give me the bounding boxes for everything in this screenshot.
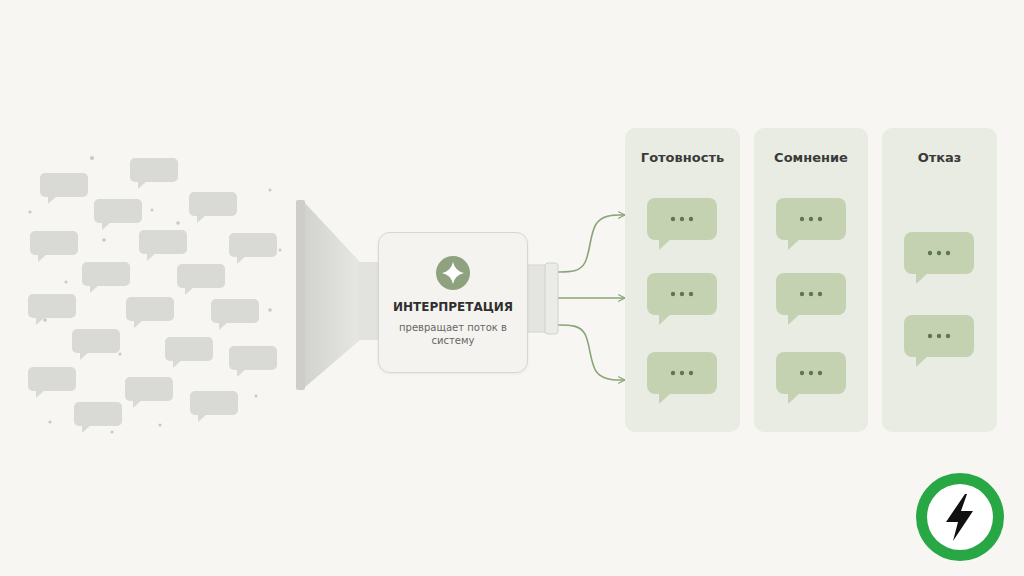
box-subtitle: превращает поток в систему (398, 321, 508, 347)
dot (102, 238, 106, 242)
speech-bubble (72, 329, 120, 360)
speech-bubble (229, 346, 277, 377)
category-column: Готовность (625, 128, 740, 432)
speech-bubble (94, 199, 142, 230)
dot (28, 210, 31, 213)
flow-arrow (528, 297, 625, 299)
category-column: Сомнение (754, 128, 868, 432)
speech-bubble (647, 273, 717, 325)
speech-bubble (190, 391, 238, 422)
nozzle-rim (545, 263, 558, 334)
speech-bubble (28, 294, 76, 325)
dot (268, 308, 272, 312)
category-column: Отказ (882, 128, 997, 432)
funnel-cone (304, 202, 360, 388)
flow-arrow (528, 215, 625, 272)
speech-bubble (211, 299, 259, 330)
speech-bubble (165, 337, 213, 368)
speech-bubble (30, 231, 78, 262)
dot (90, 156, 94, 160)
speech-bubble (189, 192, 237, 223)
logo (916, 473, 1004, 561)
dot (254, 394, 257, 397)
speech-bubble (130, 158, 178, 189)
speech-bubble (776, 352, 846, 404)
logo-ring (916, 473, 1004, 561)
icon-star (442, 262, 464, 284)
column-title: Отказ (882, 149, 997, 167)
speech-bubble (125, 377, 173, 408)
dot (158, 423, 161, 426)
box-title: ИНТЕРПРЕТАЦИЯ (379, 299, 527, 315)
speech-bubble (776, 273, 846, 325)
speech-bubble-cloud (28, 158, 277, 433)
icon-circle (436, 256, 470, 290)
dot (269, 189, 272, 192)
dot (111, 431, 114, 434)
nozzle (524, 263, 558, 334)
sparkle-icon (436, 256, 470, 290)
speech-bubble (126, 297, 174, 328)
speech-bubble (229, 233, 277, 264)
flow-arrow (528, 325, 625, 380)
dot (176, 221, 180, 225)
speech-bubble (904, 315, 974, 367)
funnel (296, 200, 382, 390)
dot (118, 352, 121, 355)
speech-bubble (177, 264, 225, 295)
sorted-bubbles (647, 198, 974, 404)
dot (43, 318, 47, 322)
logo-bolt (946, 494, 973, 541)
speech-bubble (647, 198, 717, 250)
speech-bubble (40, 173, 88, 204)
scatter-dots (28, 156, 281, 434)
column-title: Готовность (625, 149, 740, 167)
dot (65, 281, 68, 284)
dot (48, 420, 51, 423)
logo-inner (927, 484, 993, 550)
speech-bubble (74, 402, 122, 433)
speech-bubble (82, 262, 130, 293)
funnel-rim (296, 200, 305, 390)
speech-bubble (647, 352, 717, 404)
speech-bubble (904, 232, 974, 284)
dot (151, 209, 154, 212)
dot (279, 249, 282, 252)
speech-bubble (28, 367, 76, 398)
process-box: ИНТЕРПРЕТАЦИЯ превращает поток в систему (378, 232, 528, 373)
column-title: Сомнение (754, 149, 868, 167)
speech-bubble (139, 230, 187, 261)
speech-bubble (776, 198, 846, 250)
